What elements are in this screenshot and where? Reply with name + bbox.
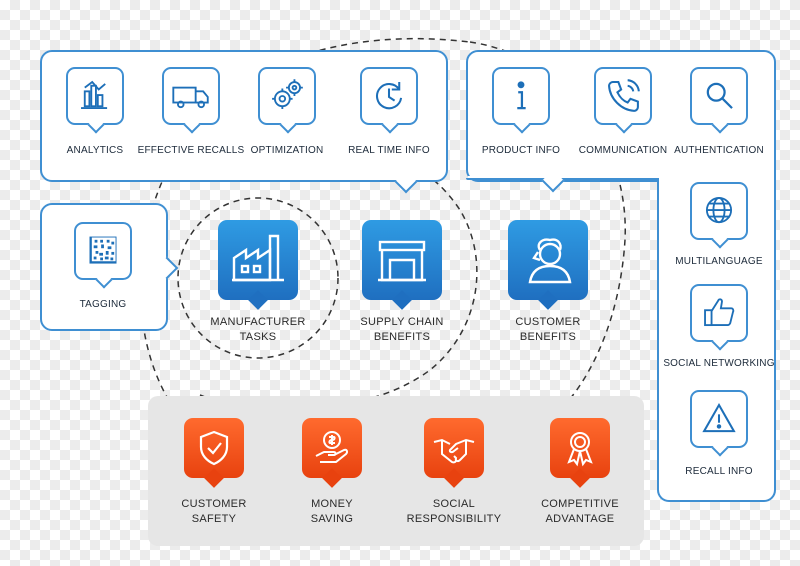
thumbs-up-icon bbox=[690, 284, 748, 342]
phone-icon bbox=[594, 67, 652, 125]
analytics-label: ANALYTICS bbox=[66, 145, 124, 156]
supply-chain-benefits-label: SUPPLY CHAIN BENEFITS bbox=[360, 316, 444, 343]
magnifier-icon bbox=[690, 67, 748, 125]
coin-hand-icon bbox=[302, 418, 362, 478]
panel-joint bbox=[659, 176, 774, 186]
bar-chart-icon bbox=[66, 67, 124, 125]
customer-safety-label: CUSTOMER SAFETY bbox=[181, 498, 247, 525]
social-networking-label: SOCIAL NETWORKING bbox=[663, 358, 775, 369]
customer-benefits-label: CUSTOMER BENEFITS bbox=[515, 316, 581, 343]
datamatrix-icon bbox=[74, 222, 132, 280]
optimization-label: OPTIMIZATION bbox=[250, 145, 324, 156]
gears-icon bbox=[258, 67, 316, 125]
store-icon bbox=[362, 220, 442, 300]
competitive-advantage-label: COMPETITIVE ADVANTAGE bbox=[541, 498, 619, 525]
shield-check-icon bbox=[184, 418, 244, 478]
customer-icon bbox=[508, 220, 588, 300]
recall-info-label: RECALL INFO bbox=[685, 466, 753, 477]
communication-label: COMMUNICATION bbox=[578, 145, 668, 156]
effective-recalls-label: EFFECTIVE RECALLS bbox=[137, 145, 245, 156]
clock-icon bbox=[360, 67, 418, 125]
multilanguage-label: MULTILANGUAGE bbox=[675, 256, 763, 267]
social-responsibility-label: SOCIAL RESPONSIBILITY bbox=[406, 498, 502, 525]
info-icon bbox=[492, 67, 550, 125]
truck-icon bbox=[162, 67, 220, 125]
handshake-icon bbox=[424, 418, 484, 478]
factory-icon bbox=[218, 220, 298, 300]
money-saving-label: MONEY SAVING bbox=[310, 498, 354, 525]
warning-icon bbox=[690, 390, 748, 448]
ribbon-icon bbox=[550, 418, 610, 478]
authentication-label: AUTHENTICATION bbox=[674, 145, 764, 156]
globe-icon bbox=[690, 182, 748, 240]
tagging-label: TAGGING bbox=[79, 299, 127, 310]
manufacturer-tasks-label: MANUFACTURER TASKS bbox=[210, 316, 306, 343]
product-info-label: PRODUCT INFO bbox=[481, 145, 561, 156]
real-time-info-label: REAL TIME INFO bbox=[348, 145, 430, 156]
